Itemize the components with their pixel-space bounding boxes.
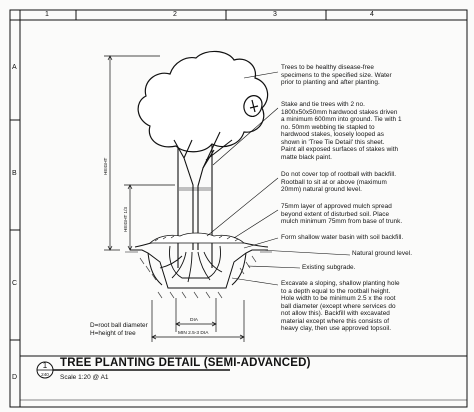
grid-row-d: D bbox=[12, 374, 18, 381]
hardwood-stakes bbox=[177, 145, 213, 268]
height-third-label: HEIGHT 1/3 bbox=[123, 207, 128, 232]
sheet-border bbox=[9, 9, 468, 408]
note-natural-ground: Natural ground level. bbox=[352, 250, 413, 257]
grid-column-2: 2 bbox=[173, 11, 177, 18]
note-mulch: 75mm layer of approved mulch spread beyo… bbox=[281, 203, 403, 225]
grid-column-4: 4 bbox=[370, 11, 374, 18]
tree-trunk bbox=[173, 131, 233, 250]
note-rootball-level: Do not cover top of rootball with backfi… bbox=[281, 171, 397, 193]
dimension-legend: D=root ball diameter H=height of tree bbox=[90, 322, 148, 338]
leader-lines bbox=[206, 71, 351, 286]
sheet-reference: 240 bbox=[41, 372, 49, 377]
detail-title: TREE PLANTING DETAIL (SEMI-ADVANCED) bbox=[60, 357, 311, 369]
tree-canopy bbox=[137, 50, 269, 153]
title-block bbox=[20, 355, 467, 401]
mulch-layer bbox=[148, 232, 246, 244]
note-water-basin: Form shallow water basin with soil backf… bbox=[281, 234, 404, 241]
note-excavation: Excavate a sloping, shallow planting hol… bbox=[281, 280, 400, 332]
legend-root-ball: D=root ball diameter bbox=[90, 322, 148, 329]
note-tree-quality: Trees to be healthy disease-free specime… bbox=[281, 64, 392, 86]
rootball bbox=[159, 245, 223, 283]
diameter-label: DIA bbox=[190, 318, 198, 323]
note-staking: Stake and tie trees with 2 no. 1800x50x5… bbox=[281, 101, 402, 161]
grid-column-3: 3 bbox=[273, 11, 277, 18]
grid-row-c: C bbox=[12, 280, 18, 287]
height-dimension bbox=[104, 55, 175, 251]
note-subgrade: Existing subgrade. bbox=[302, 264, 356, 271]
grid-row-b: B bbox=[12, 170, 17, 177]
min-diameter-label: MIN 2.5-3 DIA bbox=[178, 331, 209, 336]
width-dimension bbox=[151, 298, 245, 342]
grid-row-a: A bbox=[12, 64, 17, 71]
height-label: HEIGHT bbox=[103, 157, 108, 175]
grid-column-1: 1 bbox=[45, 11, 49, 18]
legend-height: H=height of tree bbox=[90, 330, 136, 337]
detail-number: 1 bbox=[42, 361, 48, 370]
detail-scale: Scale 1:20 @ A1 bbox=[60, 374, 109, 381]
